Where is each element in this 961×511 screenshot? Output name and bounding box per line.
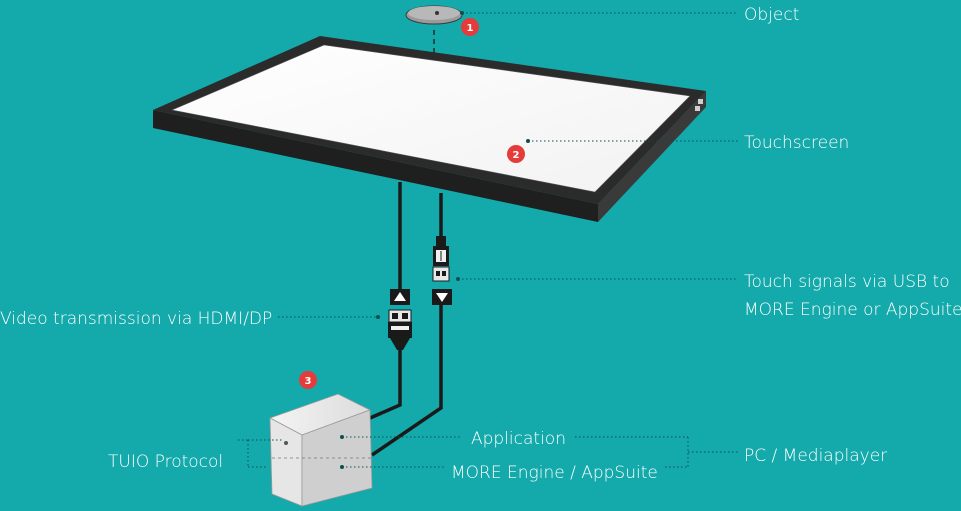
leader-lines [238,12,738,468]
label-touch-signals-line1: Touch signals via USB to [744,272,950,292]
arrow-down-icon [432,289,452,305]
label-touch-signals-line2: MORE Engine or AppSuite [744,300,961,320]
pc-box [269,393,373,507]
cables [369,182,443,457]
label-application: Application [471,429,566,449]
object-disc [405,5,463,25]
usb-connector-icon [432,236,450,282]
label-tuio-protocol: TUIO Protocol [108,452,223,472]
badge-2: 2 [507,145,525,163]
label-pc-mediaplayer: PC / Mediaplayer [744,446,887,466]
svg-text:2: 2 [513,150,520,161]
label-object: Object [744,5,799,25]
badge-3: 3 [299,371,317,389]
badge-1: 1 [461,18,479,36]
svg-text:1: 1 [467,23,474,34]
leader-dots [340,11,530,469]
svg-text:3: 3 [305,376,312,387]
hdmi-connector-icon [388,309,412,350]
label-video-transmission: Video transmission via HDMI/DP [0,309,272,329]
label-more-engine: MORE Engine / AppSuite [451,463,658,483]
label-touchscreen: Touchscreen [744,133,849,153]
arrow-up-icon [390,289,410,305]
touchscreen-panel [153,36,706,222]
